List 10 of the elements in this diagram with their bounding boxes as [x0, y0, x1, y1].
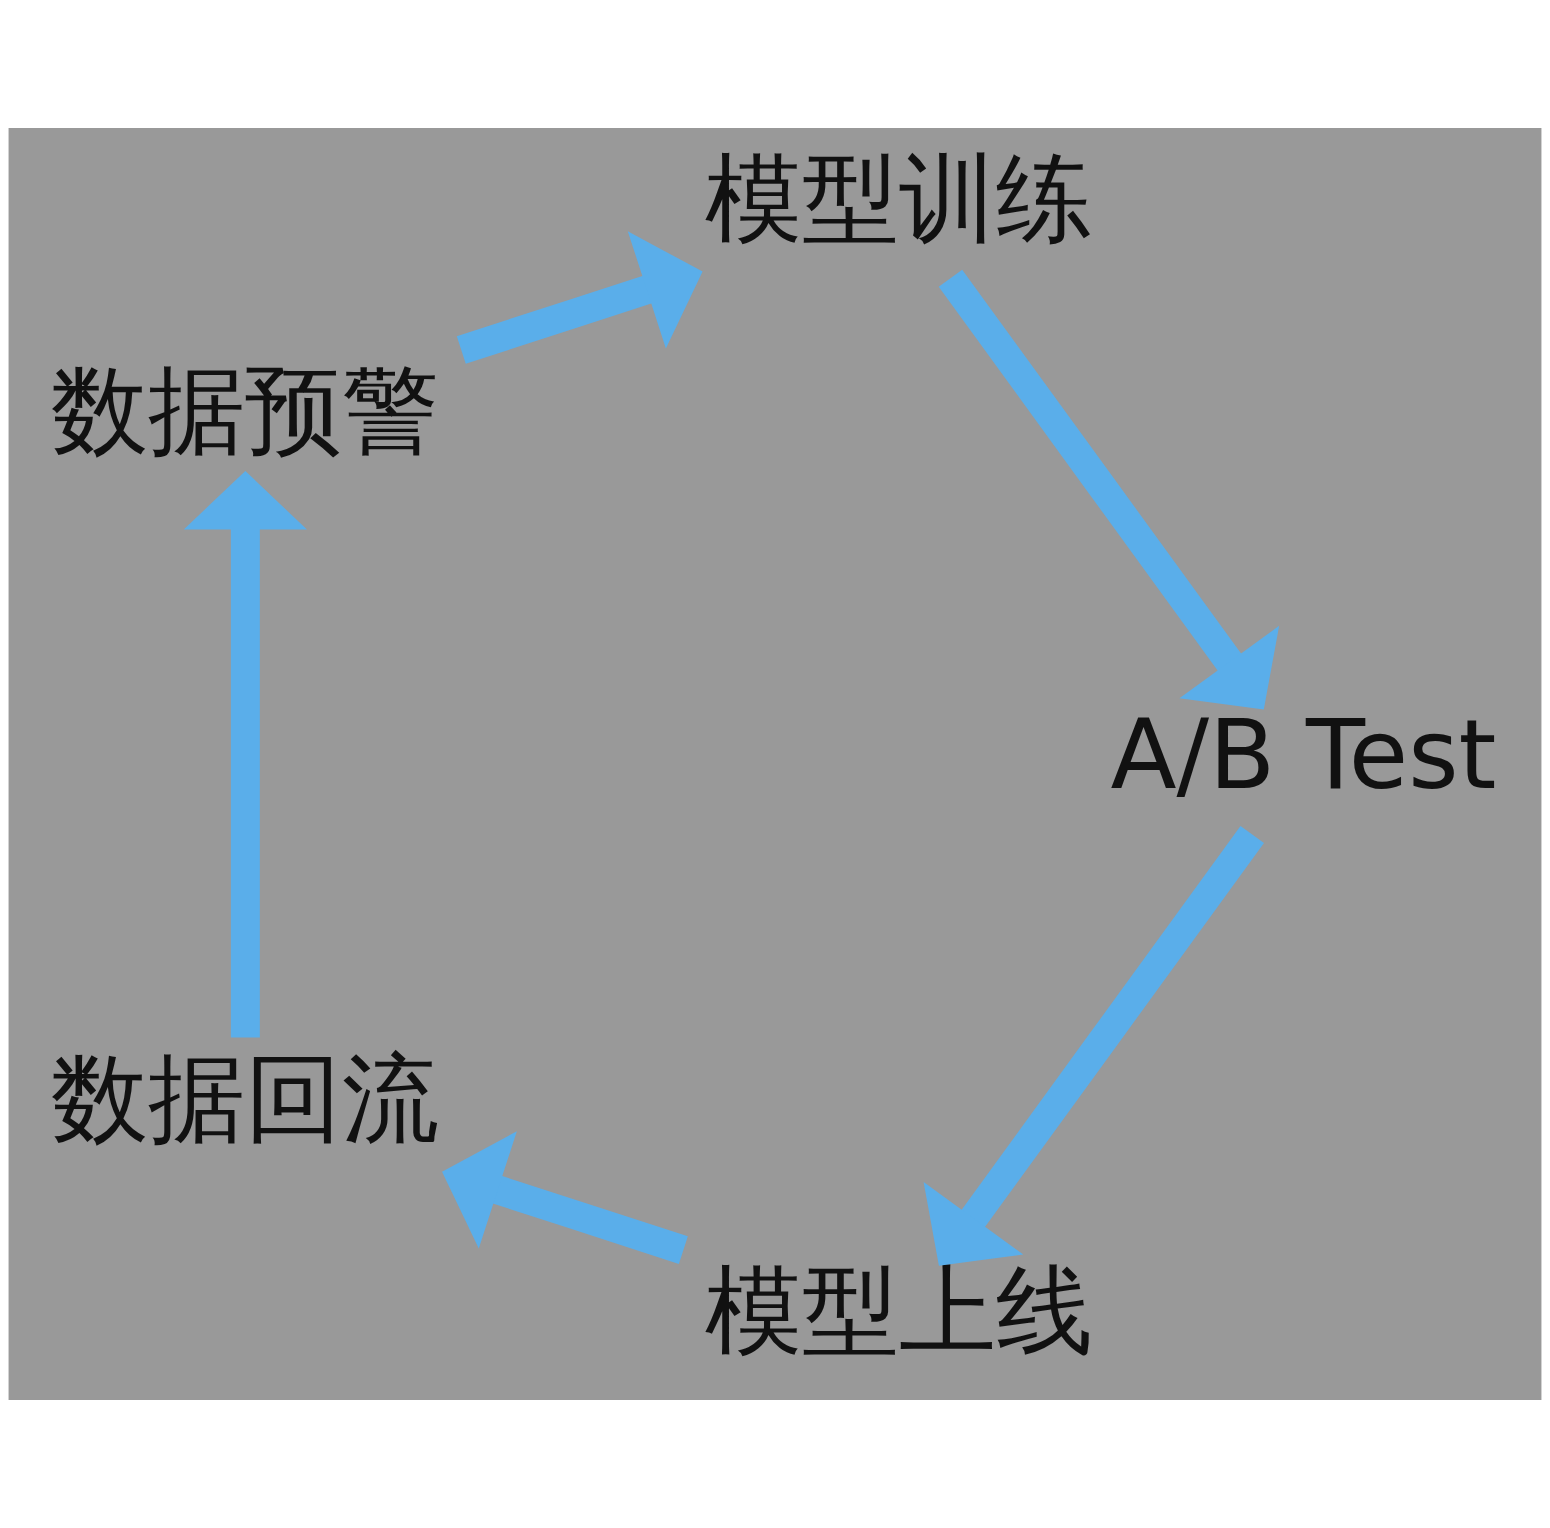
node-text: A/B Test [1110, 698, 1497, 812]
arrow [456, 231, 703, 364]
node-text: 数据回流 [51, 1041, 440, 1155]
arrow [442, 1131, 688, 1264]
arrow [938, 269, 1280, 710]
node-text: 模型训练 [705, 141, 1094, 255]
node-text: 模型上线 [705, 1254, 1094, 1368]
arrow [923, 825, 1264, 1266]
arrow [183, 470, 307, 1038]
node-text: 数据预警 [51, 354, 440, 468]
